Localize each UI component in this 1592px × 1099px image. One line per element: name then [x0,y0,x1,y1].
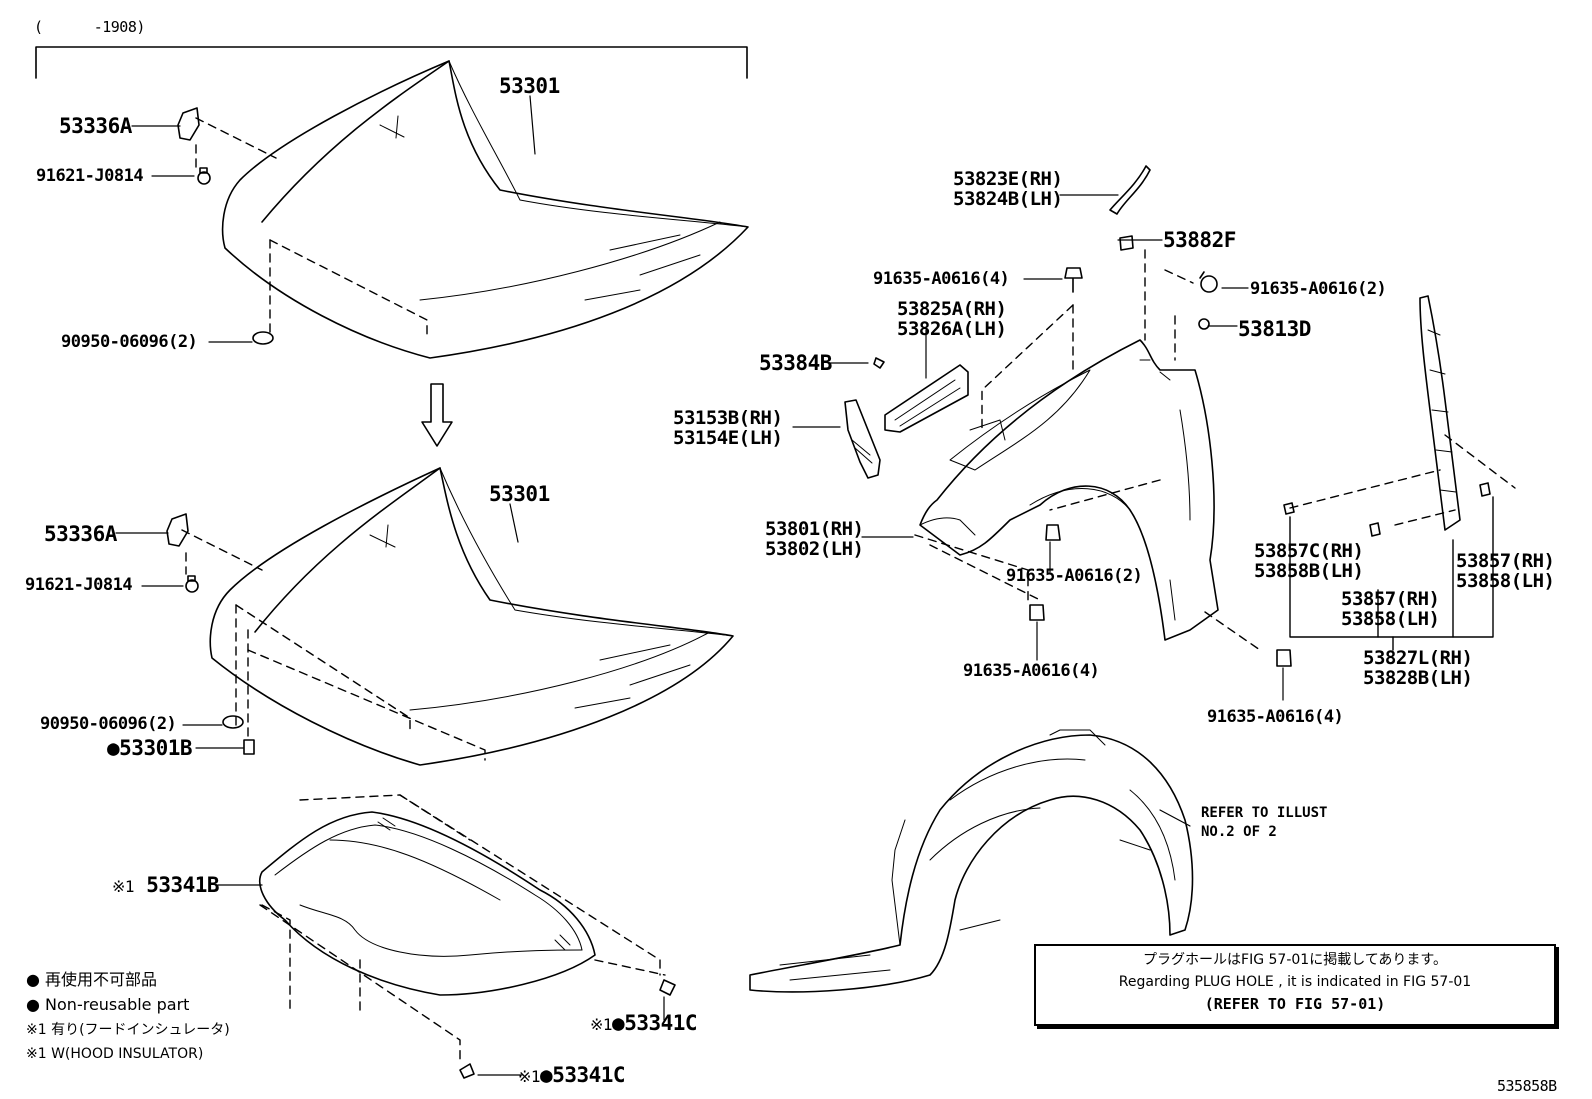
note-line-refer: (REFER TO FIG 57-01) [1204,995,1386,1013]
label-side-seal[interactable]: 53827L(RH)53828B(LH) [1363,647,1473,689]
date-range-header: ( -1908) [34,18,145,36]
label-seal-top[interactable]: 53823E(RH)53824B(LH) [953,168,1063,210]
label-hinge-bottom[interactable]: 53336A [44,522,117,546]
note-line-jp: プラグホールはFIG 57-01に掲載してあります。 [1143,952,1447,968]
label-bolt-2-top[interactable]: 91635-A0616(2) [1250,279,1387,299]
label-bracket-clip[interactable]: 53882F [1163,228,1236,252]
label-bolt-4-top[interactable]: 91635-A0616(4) [873,269,1010,289]
label-clip-53384[interactable]: 53384B [759,351,832,375]
hinge-top-part [177,107,274,345]
label-bolt-4-mid[interactable]: 91635-A0616(4) [963,661,1100,681]
non-reusable-marker: ● [540,1063,553,1087]
label-pad-c[interactable]: 53857C(RH)53858B(LH) [1254,540,1364,582]
option-mark: ※1 [112,877,135,896]
legend-insulator-en: ※1 W(HOOD INSULATOR) [26,1046,204,1062]
label-clip-bottom[interactable]: ※1●53341C [518,1063,626,1087]
hood-insulator-drawing [259,811,596,996]
fender-leaders [914,249,1261,651]
down-arrow-icon [421,383,453,447]
label-clip-right[interactable]: ※1●53341C [590,1011,698,1035]
option-mark: ※1 [518,1067,541,1086]
insulator-clips [459,979,676,1079]
hood-top-leaders [195,117,428,336]
legend-insulator-jp: ※1 有り(フードインシュレータ) [26,1022,230,1038]
label-bolt-top[interactable]: 91621-J0814 [36,166,144,186]
fender-fasteners [873,235,1292,667]
hinge-bottom-part [166,513,255,755]
label-cushion-top[interactable]: 90950-06096(2) [61,332,198,352]
label-fender[interactable]: 53801(RH)53802(LH) [765,518,864,560]
fender-liner-drawing [749,729,1194,993]
label-hood-bottom[interactable]: 53301 [489,482,550,506]
insulator-leaders [259,794,666,1064]
label-cushion-bottom[interactable]: 90950-06096(2) [40,714,177,734]
note-line-en: Regarding PLUG HOLE , it is indicated in… [1118,974,1472,990]
fender-support-bracket [884,364,969,433]
option-mark: ※1 [590,1015,613,1034]
refer-illust-note: REFER TO ILLUST NO.2 OF 2 [1201,805,1328,840]
group-bracket-line [35,46,748,79]
label-bolt-bottom[interactable]: 91621-J0814 [25,575,133,595]
fender-seal-top [1109,165,1151,215]
label-insulator[interactable]: ※1 53341B [112,873,220,897]
label-pad-mid[interactable]: 53857(RH)53858(LH) [1341,588,1440,630]
hood-bottom-drawing [209,467,734,766]
side-seal-leaders [1289,434,1516,526]
label-bracket[interactable]: 53153B(RH)53154E(LH) [673,407,783,449]
label-retainer[interactable]: ●53301B [107,736,193,760]
plug-hole-note-box: プラグホールはFIG 57-01に掲載してあります。 Regarding PLU… [1034,944,1556,1026]
hood-top-drawing [221,60,749,359]
label-pad-right[interactable]: 53857(RH)53858(LH) [1456,550,1555,592]
legend-non-reusable-jp: ● 再使用不可部品 [26,970,158,989]
label-hood-top[interactable]: 53301 [499,74,560,98]
non-reusable-marker: ● [107,736,120,760]
label-nut[interactable]: 53813D [1238,317,1311,341]
non-reusable-marker: ● [612,1011,625,1035]
legend-non-reusable-en: ● Non-reusable part [26,995,190,1014]
callout-leaders [115,95,1284,1076]
label-bolt-4-low[interactable]: 91635-A0616(4) [1207,707,1344,727]
label-bolt-2-mid[interactable]: 91635-A0616(2) [1006,566,1143,586]
label-support[interactable]: 53825A(RH)53826A(LH) [897,298,1007,340]
side-seal-pads [1283,482,1491,537]
fender-bracket-53153 [844,399,881,479]
side-seal-group-bracket [1289,496,1494,651]
fender-drawing [919,339,1219,641]
label-hinge-top[interactable]: 53336A [59,114,132,138]
fender-side-seal [1419,295,1461,531]
figure-id: 535858B [1497,1077,1557,1095]
hood-bottom-leaders [181,529,486,761]
